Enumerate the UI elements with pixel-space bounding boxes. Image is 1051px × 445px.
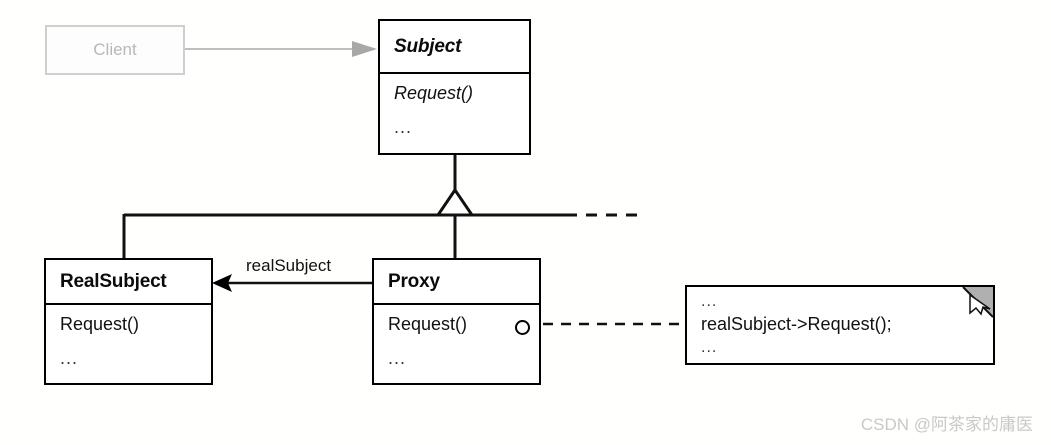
- subject-operation-ellipsis: ...: [394, 117, 413, 137]
- proxy-operations-compartment: Request() ...: [374, 305, 539, 367]
- subject-operation-request: Request(): [394, 83, 474, 103]
- client-class-label: Client: [93, 40, 137, 59]
- client-to-subject-arrow-tail: [352, 44, 362, 54]
- realsubject-class-box[interactable]: RealSubject Request() ...: [44, 258, 213, 385]
- note-text-block: ... realSubject->Request(); ...: [687, 287, 993, 356]
- subject-operations-compartment: Request() ...: [380, 74, 529, 136]
- proxy-operation-ellipsis: ...: [388, 348, 407, 368]
- proxy-class-box[interactable]: Proxy Request() ...: [372, 258, 541, 385]
- proxy-to-realsubject-arrowhead: [212, 274, 232, 292]
- subject-class-name: Subject: [380, 21, 529, 74]
- proxy-request-note-box[interactable]: ... realSubject->Request(); ...: [685, 285, 995, 365]
- inheritance-triangle: [435, 187, 475, 217]
- association-role-label: realSubject: [246, 256, 332, 275]
- note-fold-crease-icon: [962, 287, 993, 318]
- note-line-top-ellipsis: ...: [701, 293, 718, 310]
- csdn-watermark: CSDN @阿茶家的庸医: [860, 415, 1033, 434]
- realsubject-class-name: RealSubject: [46, 260, 211, 305]
- provided-interface-circle-icon: [515, 320, 530, 335]
- note-line-bottom-ellipsis: ...: [701, 338, 718, 356]
- realsubject-operation-ellipsis: ...: [60, 348, 79, 368]
- client-class-box[interactable]: Client: [45, 25, 185, 75]
- realsubject-operation-request: Request(): [60, 314, 140, 334]
- subject-class-box[interactable]: Subject Request() ...: [378, 19, 531, 155]
- proxy-class-name: Proxy: [374, 260, 539, 305]
- proxy-operation-request: Request(): [388, 314, 468, 334]
- realsubject-operations-compartment: Request() ...: [46, 305, 211, 367]
- note-line-code: realSubject->Request();: [701, 313, 892, 334]
